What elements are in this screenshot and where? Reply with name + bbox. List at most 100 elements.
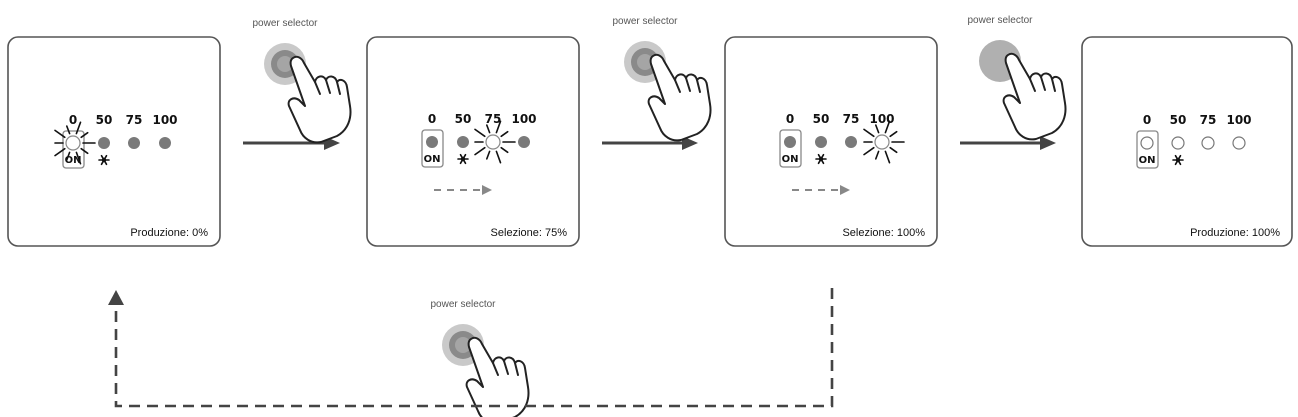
snowflake-icon [815,153,827,165]
led-0 [65,135,81,151]
pointing-hand-icon [647,53,712,142]
led-50 [815,136,827,148]
panel-frame [724,36,938,247]
snowflake-icon [1172,154,1184,166]
power-selector-label: power selector [967,15,1033,26]
blink-ray [66,125,71,135]
hand-outline [465,336,530,417]
blinking-led-icon [474,120,516,164]
blink-ray [80,147,89,155]
pointing-hand-icon [465,336,530,417]
level-label-50: 50 [455,112,472,126]
power-selector-label: power selector [430,299,496,310]
reset-loop-arrow [108,288,834,408]
blink-ray [54,129,66,139]
level-label-75: 75 [126,113,143,127]
level-label-75: 75 [485,112,502,126]
level-label-0: 0 [428,112,436,126]
blink-ray [75,121,82,135]
level-label-50: 50 [96,113,113,127]
hand-knuckles [1029,76,1056,92]
blink-ray [863,128,875,138]
blink-ray [500,146,509,154]
transition-arrow-3 [960,136,1056,150]
step-1: power selector [252,18,352,144]
hand-outline [1002,52,1067,141]
led-100 [1232,136,1246,150]
hand-outline [647,53,712,142]
selection-arrow-head [482,185,492,195]
led-50 [457,136,469,148]
blink-ray [66,151,71,161]
panel-frame [7,36,221,247]
led-100 [159,137,171,149]
selection-arrow [792,185,850,195]
panel-status-text: Produzione: 100% [1190,227,1280,239]
on-label: ON [65,155,82,166]
blink-ray [889,146,898,154]
hand-knuckles [674,77,701,93]
led-0 [1140,136,1154,150]
selection-arrow [434,185,492,195]
blink-ray [80,131,89,139]
led-50 [98,137,110,149]
level-label-100: 100 [511,112,536,126]
led-50 [1171,136,1185,150]
blink-ray [874,150,880,160]
snowflake-core [101,157,107,163]
blink-ray [75,151,82,165]
arrow-head [1040,136,1056,150]
hand-outline [287,55,352,144]
level-label-50: 50 [1170,113,1187,127]
level-label-100: 100 [869,112,894,126]
level-label-75: 75 [843,112,860,126]
snowflake-icon [457,153,469,165]
blink-ray [884,120,891,134]
blink-ray [500,130,509,138]
step-2: power selector [612,16,712,142]
blink-ray [884,150,891,164]
reset-step: power selector [430,299,530,417]
blinking-led-icon [54,121,96,165]
level-label-75: 75 [1200,113,1217,127]
hand-knuckles [314,79,341,95]
level-label-0: 0 [1143,113,1151,127]
button-inner [637,54,653,70]
level-label-100: 100 [1226,113,1251,127]
blink-ray [485,150,491,160]
led-75 [845,136,857,148]
button-inner [455,337,471,353]
snowflake-icon [98,154,110,166]
arrow-head [682,136,698,150]
blink-ray [474,128,486,138]
blinking-led-icon [863,120,905,164]
panel-status-text: Produzione: 0% [130,227,208,239]
blink-ray [474,146,486,156]
level-label-0: 0 [69,113,77,127]
level-label-50: 50 [813,112,830,126]
button-inner [277,56,293,72]
snowflake-core [1175,157,1181,163]
level-label-100: 100 [152,113,177,127]
snowflake-core [460,156,466,162]
pointing-hand-icon [287,55,352,144]
panel-frame [1081,36,1293,247]
power-selector-label: power selector [252,18,318,29]
blink-ray [54,147,66,157]
hand-knuckles [492,360,519,376]
step-3: power selector [967,15,1067,141]
led-75 [128,137,140,149]
blink-ray [485,124,491,134]
blink-ray [495,120,502,134]
blink-ray [863,146,875,156]
blink-ray [889,130,898,138]
on-label: ON [782,154,799,165]
led-0 [426,136,438,148]
panel-status-text: Selezione: 75% [491,227,568,239]
led-100 [874,134,890,150]
led-75 [485,134,501,150]
